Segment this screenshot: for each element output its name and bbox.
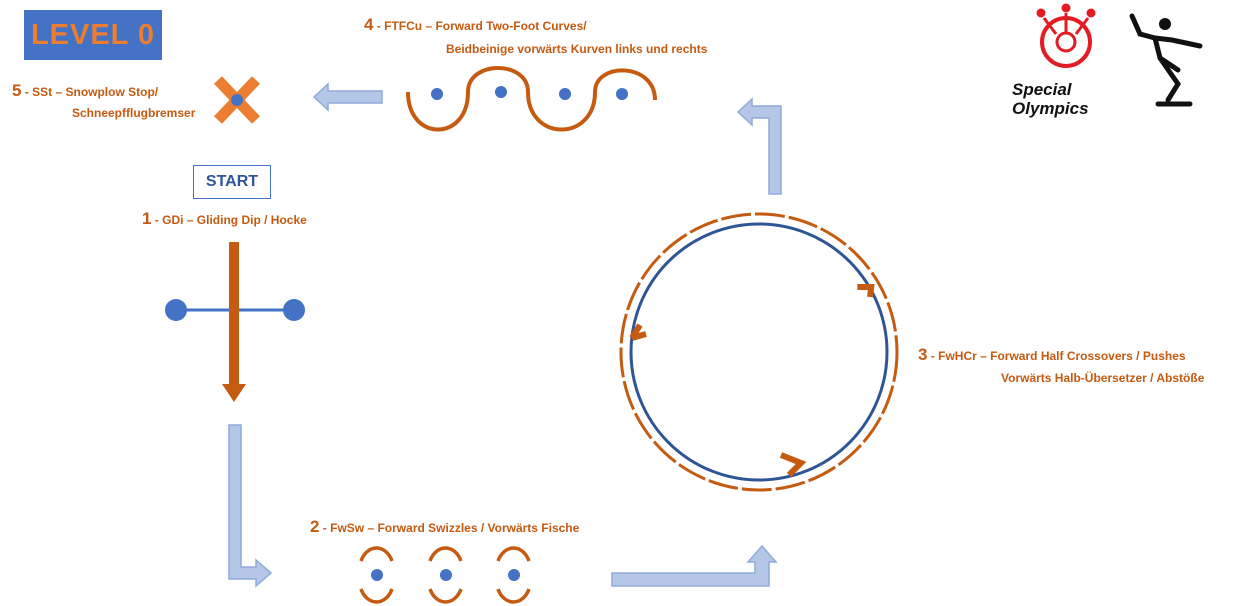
step-1-number: 1 <box>142 209 152 228</box>
arrow-step1-to-step2 <box>228 424 273 588</box>
step-2-number: 2 <box>310 517 320 536</box>
step-4-number: 4 <box>364 15 374 34</box>
gliding-dip-figure <box>165 242 305 402</box>
skater-figure-icon <box>1129 13 1203 107</box>
step-4-label: 4 - FTFCu – Forward Two-Foot Curves/ <box>364 14 587 37</box>
step-3-text-line2: Vorwärts Halb-Übersetzer / Abstöße <box>1001 371 1205 385</box>
step-5-number: 5 <box>12 81 22 100</box>
forward-swizzles-figure <box>359 546 531 604</box>
step-5-text: - SSt – Snowplow Stop/ <box>21 85 159 99</box>
step-5-text-line2: Schneepfflugbremser <box>72 106 196 120</box>
step-4-text-line2: Beidbeinige vorwärts Kurven links und re… <box>446 42 708 56</box>
two-foot-curves-wave <box>406 66 657 132</box>
special-olympics-emblem-icon <box>1036 3 1096 68</box>
step-1-label: 1 - GDi – Gliding Dip / Hocke <box>142 208 307 231</box>
step-2-label: 2 - FwSw – Forward Swizzles / Vorwärts F… <box>310 516 579 539</box>
step-3-number: 3 <box>918 345 928 364</box>
step-5-label: 5 - SSt – Snowplow Stop/ <box>12 80 158 103</box>
level-title: LEVEL 0 <box>24 10 162 60</box>
step-3-text: - FwHCr – Forward Half Crossovers / Push… <box>927 349 1186 363</box>
step-3-label: 3 - FwHCr – Forward Half Crossovers / Pu… <box>918 344 1186 367</box>
step-4-text: - FTFCu – Forward Two-Foot Curves/ <box>373 19 587 33</box>
arrow-step2-to-step3 <box>611 544 778 587</box>
half-crossovers-circle <box>619 212 899 492</box>
step-1-text: - GDi – Gliding Dip / Hocke <box>151 213 307 227</box>
start-box: START <box>193 165 271 199</box>
special-olympics-logo-text: Special Olympics <box>1012 80 1089 118</box>
step-2-text: - FwSw – Forward Swizzles / Vorwärts Fis… <box>319 521 580 535</box>
arrow-step4-to-step5 <box>312 82 383 112</box>
arrow-step3-to-step4 <box>736 97 782 195</box>
logo-line-2: Olympics <box>1012 99 1089 118</box>
snowplow-stop-cross-icon <box>214 76 260 124</box>
logo-line-1: Special <box>1012 80 1072 99</box>
